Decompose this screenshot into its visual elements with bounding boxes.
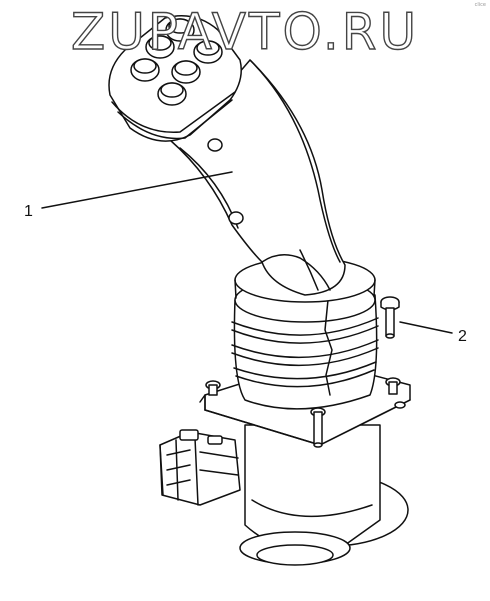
leader-line-2 (399, 321, 453, 334)
site-watermark: ZUPAVTO.RU (70, 3, 420, 61)
wiring-connector (159, 429, 241, 506)
leader-line-1 (41, 171, 233, 209)
corner-mark: clice (474, 2, 486, 8)
joystick-handle (169, 59, 346, 296)
callout-2: 2 (458, 328, 467, 345)
base-housing (239, 424, 409, 566)
grip-buttons (130, 18, 223, 106)
mounting-bolt (380, 296, 400, 339)
flange-screws (205, 377, 406, 448)
callout-1: 1 (24, 203, 33, 220)
